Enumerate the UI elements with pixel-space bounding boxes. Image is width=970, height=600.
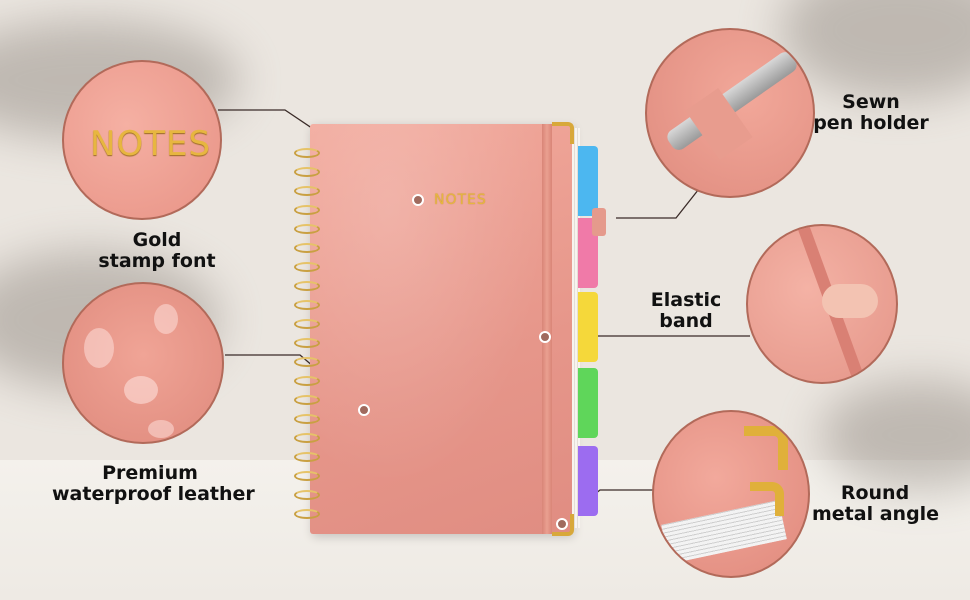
spiral-ring	[294, 490, 320, 500]
pen-holder-zoom	[645, 28, 815, 198]
gold-corner	[750, 482, 784, 516]
spiral-ring	[294, 281, 320, 291]
tab-purple	[578, 446, 598, 516]
metal-corner-top	[552, 122, 574, 144]
pen-loop	[592, 208, 606, 236]
gold-stamp-label-line1: Gold	[132, 229, 182, 251]
metal-angle-zoom	[652, 410, 810, 578]
water-droplet	[124, 376, 158, 404]
spiral-ring	[294, 471, 320, 481]
callout-dot	[539, 331, 551, 343]
callout-dot	[412, 194, 424, 206]
gold-stamp-label: Gold stamp font	[92, 230, 222, 272]
spiral-ring	[294, 414, 320, 424]
spiral-ring	[294, 205, 320, 215]
pen-holder-label-line1: Sewn	[842, 91, 900, 113]
tab-yellow	[578, 292, 598, 362]
leather-zoom	[62, 282, 224, 444]
leather-label-line2: waterproof leather	[52, 483, 255, 505]
leaf-shadow	[820, 380, 970, 490]
elastic-label-line1: Elastic	[650, 289, 722, 311]
spiral-ring	[294, 395, 320, 405]
cover-title: NOTES	[434, 192, 487, 208]
elastic-band	[542, 124, 552, 534]
elastic-label-line2: band	[659, 310, 713, 332]
page-edges	[572, 128, 580, 528]
spiral-ring	[294, 433, 320, 443]
zoom-notes-text: NOTES	[90, 124, 212, 164]
tab-blue	[578, 146, 598, 216]
notebook: NOTES	[290, 118, 610, 538]
spiral-ring	[294, 243, 320, 253]
spiral-ring	[294, 148, 320, 158]
spiral-ring	[294, 167, 320, 177]
spiral-ring	[294, 509, 320, 519]
water-droplet	[154, 304, 178, 334]
metal-corner-bottom	[552, 514, 574, 536]
gold-stamp-label-line2: stamp font	[98, 250, 216, 272]
spiral-ring	[294, 186, 320, 196]
water-droplet	[148, 420, 174, 438]
gold-stamp-zoom: NOTES	[62, 60, 222, 220]
elastic-label: Elastic band	[640, 290, 732, 332]
pen-holder-label-line2: pen holder	[813, 112, 929, 134]
spiral-ring	[294, 224, 320, 234]
spiral-ring	[294, 452, 320, 462]
spiral-ring	[294, 338, 320, 348]
spiral-ring	[294, 300, 320, 310]
leather-label-line1: Premium	[102, 462, 198, 484]
callout-dot	[358, 404, 370, 416]
notebook-cover: NOTES	[310, 124, 572, 534]
leather-label: Premium waterproof leather	[52, 462, 255, 505]
finger-image	[822, 284, 878, 318]
callout-dot	[556, 518, 568, 530]
water-droplet	[84, 328, 114, 368]
metal-angle-label-line2: metal angle	[812, 503, 940, 525]
tab-green	[578, 368, 598, 438]
elastic-band-zoom	[746, 224, 898, 384]
metal-angle-label-line1: Round	[840, 482, 910, 504]
gold-corner	[744, 426, 788, 470]
pen-holder-label: Sewn pen holder	[812, 92, 930, 134]
spiral-ring	[294, 319, 320, 329]
spiral-ring	[294, 376, 320, 386]
metal-angle-label: Round metal angle	[812, 482, 940, 525]
spiral-ring	[294, 357, 320, 367]
spiral-ring	[294, 262, 320, 272]
